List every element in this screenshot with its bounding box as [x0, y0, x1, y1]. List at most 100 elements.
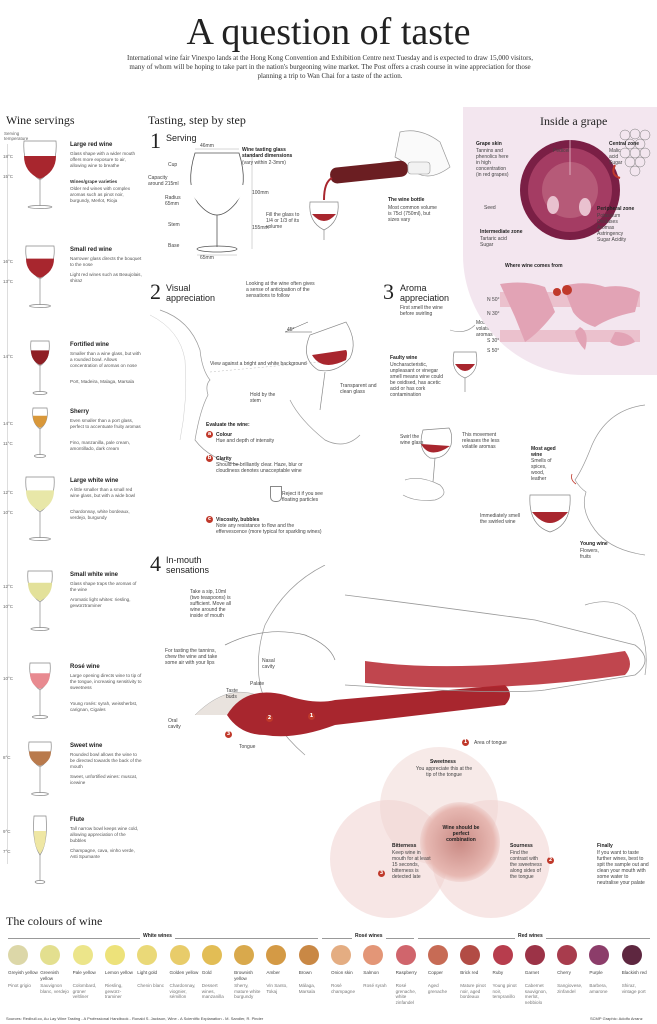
glass-entry: [0, 741, 140, 821]
swatch-examples: Colombard, grüner veltliner: [72, 983, 97, 999]
swatch-label: Garnet: [524, 970, 539, 975]
bitterness-badge: 3: [378, 870, 385, 877]
colour-swatch: [169, 945, 190, 965]
reject-note: Reject it if you see floating particles: [282, 491, 323, 503]
glass-entry: [0, 815, 140, 895]
grape-cross-section: [520, 140, 620, 240]
faulty-desc: Uncharacteristic, unpleasant or vinegar …: [390, 362, 444, 398]
swatch-label: Brownish yellow: [234, 970, 253, 981]
tasting-glass-diagram: [189, 148, 253, 256]
wine-glass-icon: [25, 476, 55, 541]
peripheral-desc: Potassium Oxidases Aromas Astringency Su…: [597, 213, 627, 243]
pouring-bottle-illustration: [309, 130, 451, 240]
swatch-label: Brick red: [460, 970, 479, 975]
step1-title: Serving: [166, 133, 197, 143]
clarity-desc: Should be brilliantly clear. Haze, blur …: [216, 462, 303, 474]
colour-swatch: [395, 945, 416, 965]
serving-temp-high: 10°C: [3, 676, 14, 681]
glass-desc: A little smaller than a small red wine g…: [70, 487, 136, 498]
serving-temp-high: 12°C: [3, 490, 14, 495]
red-group-label: Red wines: [515, 933, 546, 939]
finally-desc: If you want to taste further wines, best…: [597, 850, 649, 886]
area-legend-label: Area of tongue: [474, 740, 507, 746]
swatch-examples: Sherry, mature white burgundy: [234, 983, 261, 999]
smell2-note: Immediately smell the swirled wine: [480, 513, 521, 525]
serving-temp-low: 10°C: [3, 510, 14, 515]
swatch-label: Raspberry: [395, 970, 417, 975]
glass-desc: Glass shape with a wider mouth offers mo…: [70, 151, 136, 168]
sip-note: Take a sip, 10ml (two teaspoons) is suff…: [190, 589, 232, 619]
glass-desc: Tall narrow bowl keeps wine cold, allowi…: [70, 826, 139, 843]
smell-note: First smell the wine before swirling: [400, 305, 443, 317]
glass-name: Large white wine: [70, 478, 119, 484]
step1-number: 1: [150, 128, 161, 153]
swatch-examples: Pinot grigio: [8, 983, 31, 988]
colour-swatch: [460, 945, 481, 965]
viscosity-desc: Note any resistance to flow and the effe…: [216, 523, 322, 535]
sweetness-desc: You appreciate this at the tip of the to…: [415, 766, 473, 778]
transparent-note: Transparent and clean glass: [340, 383, 377, 395]
label-cup: Cup: [168, 162, 178, 168]
badge-viscosity: c: [206, 516, 213, 523]
seed-label: Seed: [484, 205, 496, 211]
swatch-label: Cherry: [557, 970, 571, 975]
glass-name: Small white wine: [70, 572, 119, 578]
colour-swatch: [557, 945, 578, 965]
serving-temp-high: 12°C: [3, 584, 14, 589]
lat-n50: N 50°: [487, 297, 500, 303]
swatch-label: Purple: [589, 970, 603, 975]
label-capacity: Capacity around 215ml: [148, 175, 179, 187]
swatch-label: Gold: [201, 970, 212, 975]
credit: SCMP Graphic: Adolfo Arranz: [590, 1016, 643, 1021]
glass-name: Sweet wine: [70, 743, 103, 749]
glass-varieties: Older red wines with complex aromas such…: [70, 186, 130, 203]
serving-temp-high: 9°C: [3, 829, 11, 834]
aged-title: Most aged wine: [531, 446, 556, 458]
serving-temp-high: 18°C: [3, 154, 14, 159]
colour-swatch: [8, 945, 28, 965]
glass-varieties-heading: Wines/grape varieties: [70, 179, 118, 184]
glass-desc: Glass shape traps the aromas of the wine: [70, 581, 137, 592]
glass-entry: [0, 476, 140, 556]
tongue-area-1: 1: [308, 713, 315, 720]
glass-varieties: Champagne, cava, vinho verde, Asti Spuma…: [70, 848, 135, 859]
colour-swatch: [137, 945, 158, 965]
wine-glass-icon: [30, 340, 50, 395]
tasting-heading: Tasting, step by step: [148, 113, 246, 127]
lat-n30: N 30°: [487, 311, 500, 317]
intermediate-desc: Tartaric acid Sugar: [480, 236, 507, 248]
wine-glass-icon: [25, 245, 55, 308]
serving-temp-low: 11°C: [3, 441, 13, 446]
glass-desc: Narrower glass directs the bouquet to th…: [70, 256, 142, 267]
swatch-examples: Barbera, amarone: [589, 983, 608, 994]
sources: Sources: Redbull.co, Au Lay Wine Tasting…: [6, 1016, 264, 1021]
swatch-examples: Rosé grenache, white zinfandel: [395, 983, 417, 1005]
pedicel-label: Pedicel: [553, 148, 570, 154]
sourness-desc: Find the contrast with the sweetness alo…: [510, 850, 542, 880]
serving-temp-high: 8°C: [3, 755, 11, 760]
serving-temp-low: 10°C: [3, 604, 14, 609]
combination-center: [420, 802, 500, 882]
swatch-label: Salmon: [363, 970, 379, 975]
bottle-title: The wine bottle: [388, 197, 425, 203]
tastebuds-label: Taste buds: [226, 688, 238, 700]
swatch-examples: Dessert wines, manzanilla: [201, 983, 224, 999]
swatch-examples: Young pinot noir, tempranillo: [492, 983, 517, 999]
serving-temp-high: 14°C: [3, 421, 14, 426]
tongue-area-2: 2: [266, 715, 273, 722]
glass-dim-sub: (vary within 2-3mm): [242, 160, 286, 166]
world-wine-map: [500, 282, 640, 350]
colour-swatch: [104, 945, 125, 965]
glass-desc: Smaller than a wine glass, but with a ro…: [70, 351, 141, 368]
swatch-label: Greyish yellow: [8, 970, 38, 975]
serving-temp-low: 15°C: [3, 174, 14, 179]
faulty-title: Faulty wine: [390, 355, 418, 361]
viscosity-title: Viscosity, bubbles: [216, 517, 260, 523]
temp-label: Serving temperature: [4, 131, 29, 141]
swatch-label: Golden yellow: [169, 970, 199, 975]
swirl-hand-illustration: [402, 427, 453, 501]
swatch-label: Copper: [427, 970, 443, 975]
colour-swatch: [524, 945, 545, 965]
step2-number: 2: [150, 279, 161, 304]
colour-swatch: [201, 945, 222, 965]
